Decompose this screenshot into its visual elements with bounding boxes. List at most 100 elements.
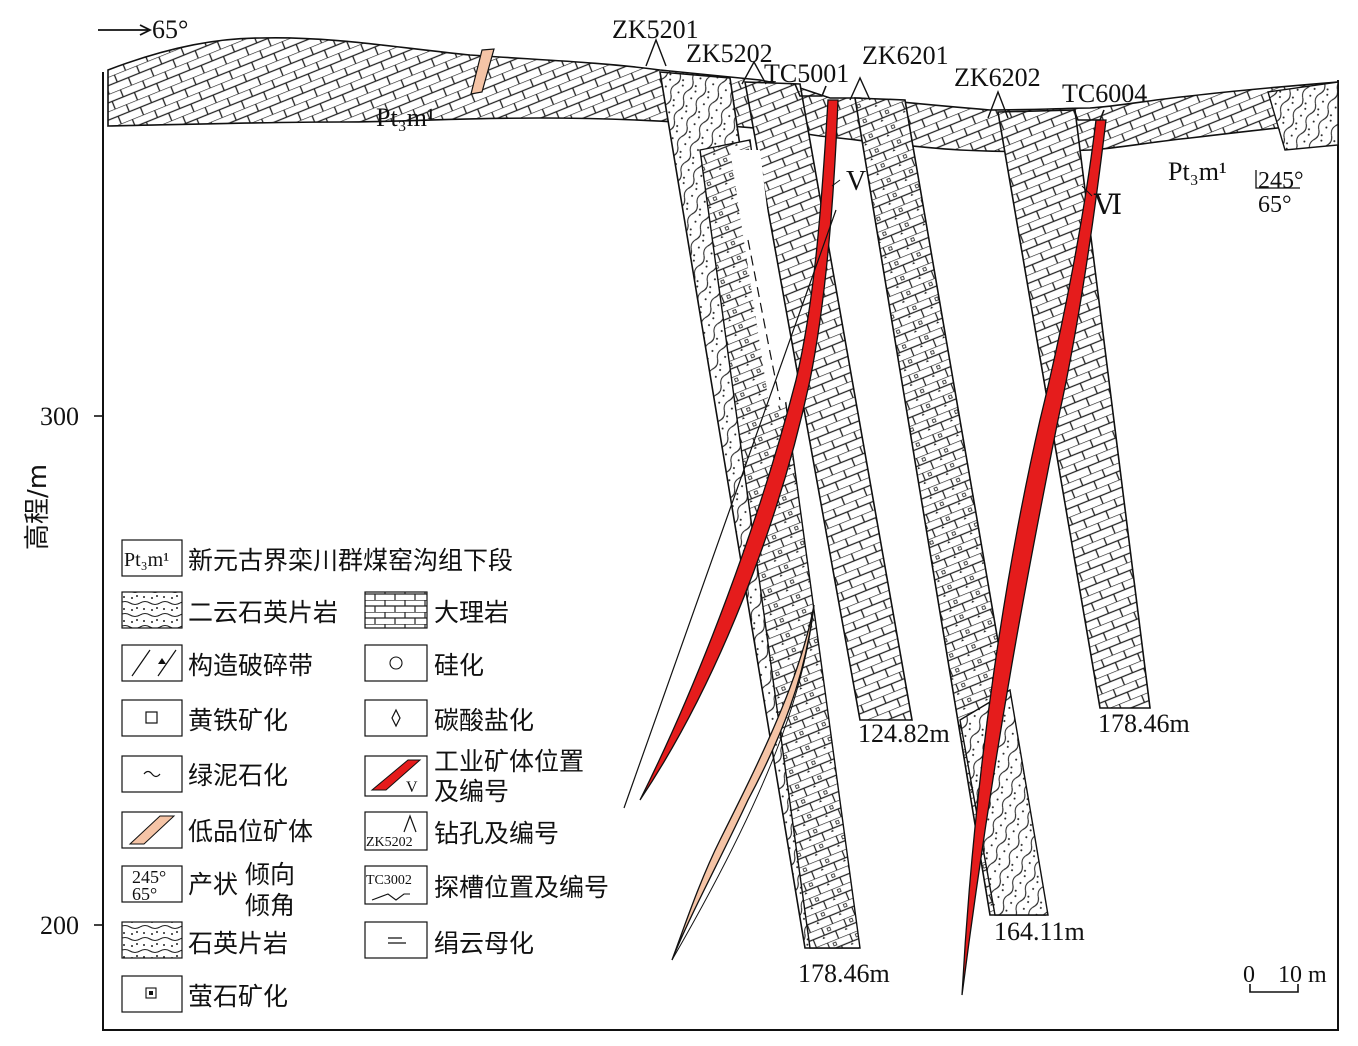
- label-zk6201: ZK6201: [862, 41, 949, 70]
- legend-label-industrial-orebody-2: 及编号: [434, 777, 509, 806]
- scale-bar: 0 10 m: [1243, 962, 1327, 993]
- depth-zk6201: 124.82m: [858, 719, 950, 748]
- legend-label-attitude-dir: 倾向: [245, 860, 295, 889]
- formation-label-right: Pt₃m¹: [1168, 157, 1227, 186]
- legend-trench-icon: [371, 893, 410, 901]
- collar-zk5202: [741, 60, 767, 85]
- scale-bar-start: 0: [1243, 962, 1255, 988]
- orientation-indicator: 65°: [98, 15, 188, 44]
- zk5201-marble-body: [699, 139, 861, 949]
- attitude-dip-angle: 65°: [1258, 192, 1292, 218]
- legend-label-drillhole: 钻孔及编号: [434, 819, 559, 848]
- legend-swatch-pyritization: [121, 699, 183, 737]
- trench-tc6004: [1073, 109, 1105, 121]
- attitude-marker: 245° 65°: [1255, 168, 1304, 218]
- legend-trench-symbol: TC3002: [366, 873, 412, 888]
- legend-swatch-two-mica-schist: [121, 591, 183, 629]
- dashed-contact: [747, 239, 781, 401]
- label-zk5202: ZK5202: [686, 39, 773, 68]
- trench-tc5001: [794, 83, 827, 97]
- label-tc6004: TC6004: [1062, 79, 1147, 108]
- section-frame: [102, 72, 1339, 1031]
- legend-label-formation: 新元古界栾川群煤窑沟组下段: [188, 546, 513, 575]
- legend-swatch-sericitization: [364, 921, 428, 959]
- legend-swatch-marble: [364, 591, 428, 629]
- collar-zk6201: [849, 76, 871, 101]
- legend-swatch-quartz-schist: [121, 921, 183, 959]
- scale-bar-line: [1249, 984, 1299, 993]
- attitude-bracket: [1255, 170, 1300, 189]
- orebody-v-label-leader: [831, 179, 841, 187]
- gap-1: [730, 150, 790, 410]
- legend-label-marble: 大理岩: [434, 598, 509, 627]
- depth-zk6004: 178.46m: [1098, 709, 1190, 738]
- drillhole-collars: [645, 38, 1009, 119]
- legend-label-quartz-schist: 石英片岩: [188, 929, 288, 958]
- formation-label-left: Pt₃m¹: [376, 103, 435, 132]
- legend-silicification-icon: [389, 656, 403, 670]
- legend-sericite-icon: [388, 937, 406, 944]
- legend-label-low-grade: 低品位矿体: [188, 817, 313, 846]
- legend-label-attitude-angle: 倾角: [245, 891, 295, 920]
- legend-label-two-mica-schist: 二云石英片岩: [188, 598, 338, 627]
- legend-chlorite-icon: [143, 770, 161, 778]
- legend-label-fracture-zone: 构造破碎带: [188, 651, 313, 680]
- collar-zk5201: [645, 38, 667, 67]
- legend-label-trench: 探槽位置及编号: [434, 873, 609, 902]
- label-tc5001: TC5001: [764, 59, 849, 88]
- legend-drillhole-icon: [403, 814, 417, 833]
- elevation-axis: 300 200 高程/m: [23, 402, 104, 940]
- zk5202-marble-band: [744, 81, 913, 721]
- legend: Pt₃m¹ 新元古界栾川群煤窑沟组下段 二云石英片岩 大理岩 构造破碎带 硅化 …: [121, 539, 609, 1013]
- orientation-arrow-head: [139, 24, 153, 36]
- surface-schist-patch: [1267, 81, 1339, 151]
- legend-swatch-formation: [121, 539, 183, 577]
- label-zk5201: ZK5201: [612, 15, 699, 44]
- orebody-vi-label-leader: [1081, 185, 1093, 197]
- legend-label-industrial-orebody: 工业矿体位置: [434, 747, 584, 776]
- legend-carbonate-icon: [391, 708, 401, 728]
- zk6202-marble-band: [997, 109, 1151, 709]
- legend-swatch-trench: [364, 865, 428, 905]
- legend-swatch-silicification: [364, 644, 428, 682]
- legend-label-attitude: 产状: [188, 870, 238, 899]
- low-grade-orebody-inner: [671, 604, 815, 961]
- scale-bar-end: 10 m: [1278, 962, 1327, 988]
- orebody-vi: [961, 119, 1107, 996]
- collar-zk6202: [987, 90, 1009, 119]
- legend-fluorite-icon-inner: [149, 991, 153, 995]
- legend-swatch-drillhole: [364, 811, 428, 851]
- legend-fluorite-icon: [145, 987, 157, 999]
- depth-zk6202: 164.11m: [994, 917, 1085, 946]
- legend-swatch-attitude: [121, 865, 183, 903]
- legend-low-grade-fill: [128, 815, 176, 845]
- legend-fracture-triangle: [158, 658, 166, 664]
- legend-drillhole-symbol: ZK5202: [366, 835, 413, 850]
- orientation-label: 65°: [152, 15, 188, 44]
- legend-symbol-formation: Pt₃m¹: [124, 549, 169, 571]
- legend-label-carbonatization: 碳酸盐化: [434, 706, 534, 735]
- legend-attitude-symbol: 245°: [132, 867, 166, 887]
- legend-industrial-orebody-symbol: V: [406, 779, 418, 796]
- tick-label-200: 200: [40, 911, 79, 940]
- legend-swatch-fracture-zone: [121, 644, 183, 682]
- depth-zk5201: 178.46m: [798, 959, 890, 988]
- legend-label-chloritization: 绿泥石化: [188, 761, 288, 790]
- attitude-dip-direction: 245°: [1258, 168, 1304, 194]
- legend-fracture-lines: [131, 649, 177, 677]
- label-zk6202: ZK6202: [954, 63, 1041, 92]
- legend-industrial-orebody-fill: [370, 759, 422, 791]
- orebody-v: [639, 99, 839, 801]
- legend-swatch-carbonatization: [364, 699, 428, 737]
- legend-label-sericitization: 绢云母化: [434, 929, 534, 958]
- legend-pyrite-icon: [145, 711, 158, 724]
- surface-low-grade-lens: [470, 48, 495, 95]
- legend-label-fluoritization: 萤石矿化: [188, 982, 288, 1011]
- tick-label-300: 300: [40, 402, 79, 431]
- legend-label-silicification: 硅化: [434, 651, 484, 680]
- orebody-vi-label: Ⅵ: [1093, 190, 1122, 221]
- legend-attitude-symbol2: 65°: [132, 884, 157, 904]
- orebody-v-leader: [623, 209, 837, 809]
